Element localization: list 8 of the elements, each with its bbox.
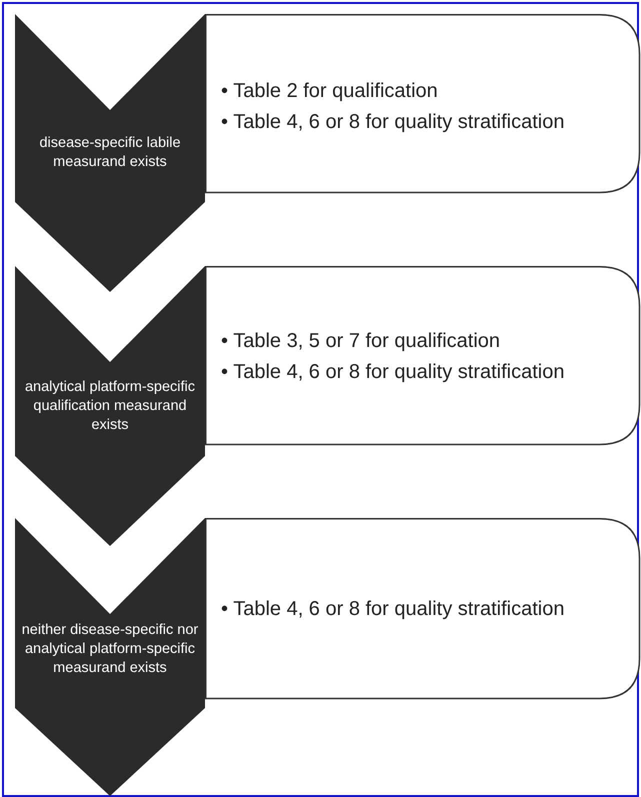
chevron-label: analytical platform-specific qualification measurand exists bbox=[24, 378, 196, 435]
bullet-item: • Table 4, 6 or 8 for quality stratification bbox=[221, 110, 566, 135]
bullet-item: • Table 2 for qualification bbox=[221, 79, 439, 104]
bullet-item: • Table 4, 6 or 8 for quality stratification bbox=[221, 597, 566, 622]
bullet-item: • Table 3, 5 or 7 for qualification bbox=[221, 329, 502, 354]
bullet-item: • Table 4, 6 or 8 for quality stratification bbox=[221, 360, 566, 385]
chevron-label: neither disease-specific nor analytical platform-specific measurand exists bbox=[20, 621, 200, 678]
chevron-label: disease-specific labile measurand exists bbox=[38, 134, 182, 172]
